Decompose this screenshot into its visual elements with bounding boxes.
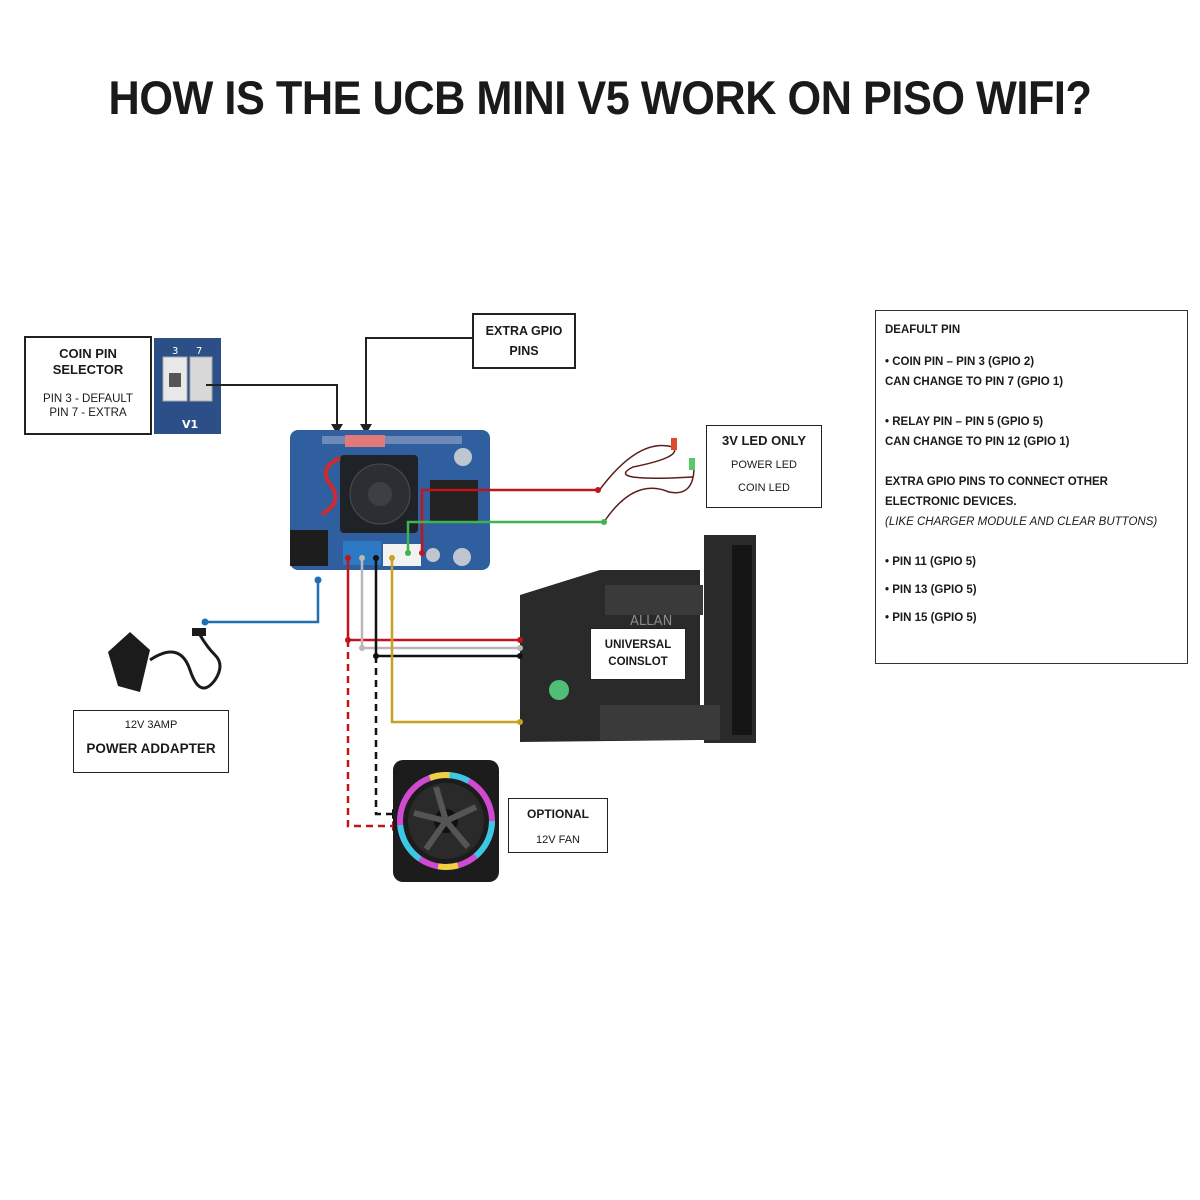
ucb-mini-board bbox=[290, 430, 490, 570]
coin-selector-title-2: SELECTOR bbox=[52, 362, 124, 377]
extra-gpio-line2: PINS bbox=[509, 344, 539, 358]
coin-pin-selector-label: COIN PIN SELECTOR PIN 3 - DEFAULT PIN 7 … bbox=[24, 336, 152, 435]
page-title: HOW IS THE UCB MINI V5 WORK ON PISO WIFI… bbox=[108, 71, 1092, 124]
power-adapter-photo bbox=[108, 628, 222, 692]
led-wires bbox=[406, 488, 604, 553]
coin-led-label: COIN LED bbox=[738, 482, 790, 494]
power-adapter-label: 12V 3AMP POWER ADDAPTER bbox=[73, 710, 229, 773]
info-heading: DEAFULT PIN bbox=[885, 324, 961, 336]
power-led-label: POWER LED bbox=[730, 459, 797, 471]
info-coin-change: CAN CHANGE TO PIN 7 (GPIO 1) bbox=[885, 376, 1064, 388]
coin-led bbox=[689, 458, 695, 470]
coinslot-brand: ALLAN bbox=[630, 614, 672, 629]
power-wire bbox=[205, 580, 320, 624]
coin-selector-title-1: COIN PIN bbox=[59, 346, 117, 361]
coinslot-label: UNIVERSAL COINSLOT bbox=[590, 628, 686, 680]
board-label-v1: V1 bbox=[182, 418, 198, 431]
power-led bbox=[671, 438, 677, 450]
info-coin-pin: • COIN PIN – PIN 3 (GPIO 2) bbox=[885, 356, 1035, 368]
info-pin11: • PIN 11 (GPIO 5) bbox=[885, 556, 976, 568]
info-extra-line2: ELECTRONIC DEVICES. bbox=[885, 496, 1017, 508]
coinslot-line2: COINSLOT bbox=[608, 656, 668, 668]
fan-spec: 12V FAN bbox=[535, 834, 581, 846]
fan-title: OPTIONAL bbox=[527, 807, 589, 821]
switch-label-3: 3 bbox=[172, 346, 178, 357]
led-title: 3V LED ONLY bbox=[721, 433, 807, 448]
info-relay-pin: • RELAY PIN – PIN 5 (GPIO 5) bbox=[885, 416, 1044, 428]
coin-selector-extra: PIN 7 - EXTRA bbox=[49, 407, 127, 419]
arrow-head bbox=[331, 424, 343, 434]
info-pin15: • PIN 15 (GPIO 5) bbox=[885, 612, 977, 624]
arrow-head bbox=[360, 424, 372, 434]
extra-gpio-line1: EXTRA GPIO bbox=[485, 324, 563, 338]
label-arrows bbox=[206, 337, 472, 428]
power-spec: 12V 3AMP bbox=[124, 719, 178, 731]
info-extra-note: (LIKE CHARGER MODULE AND CLEAR BUTTONS) bbox=[885, 516, 1158, 528]
extra-gpio-label: EXTRA GPIO PINS bbox=[472, 313, 576, 369]
power-name: POWER ADDAPTER bbox=[86, 741, 216, 756]
fan-photo bbox=[393, 760, 499, 882]
info-pin13: • PIN 13 (GPIO 5) bbox=[885, 584, 977, 596]
switch-label-7: 7 bbox=[196, 346, 202, 357]
info-relay-change: CAN CHANGE TO PIN 12 (GPIO 1) bbox=[885, 436, 1070, 448]
fan-wires bbox=[346, 640, 392, 828]
coinslot-wires bbox=[346, 558, 520, 724]
led-leads bbox=[597, 444, 695, 523]
led-label: 3V LED ONLY POWER LED COIN LED bbox=[706, 425, 822, 508]
coin-selector-default: PIN 3 - DEFAULT bbox=[43, 393, 133, 405]
coinslot-line1: UNIVERSAL bbox=[604, 639, 672, 651]
info-extra-line1: EXTRA GPIO PINS TO CONNECT OTHER bbox=[885, 476, 1108, 488]
fan-label: OPTIONAL 12V FAN bbox=[508, 798, 608, 853]
default-pin-info: DEAFULT PIN • COIN PIN – PIN 3 (GPIO 2) … bbox=[875, 310, 1188, 664]
